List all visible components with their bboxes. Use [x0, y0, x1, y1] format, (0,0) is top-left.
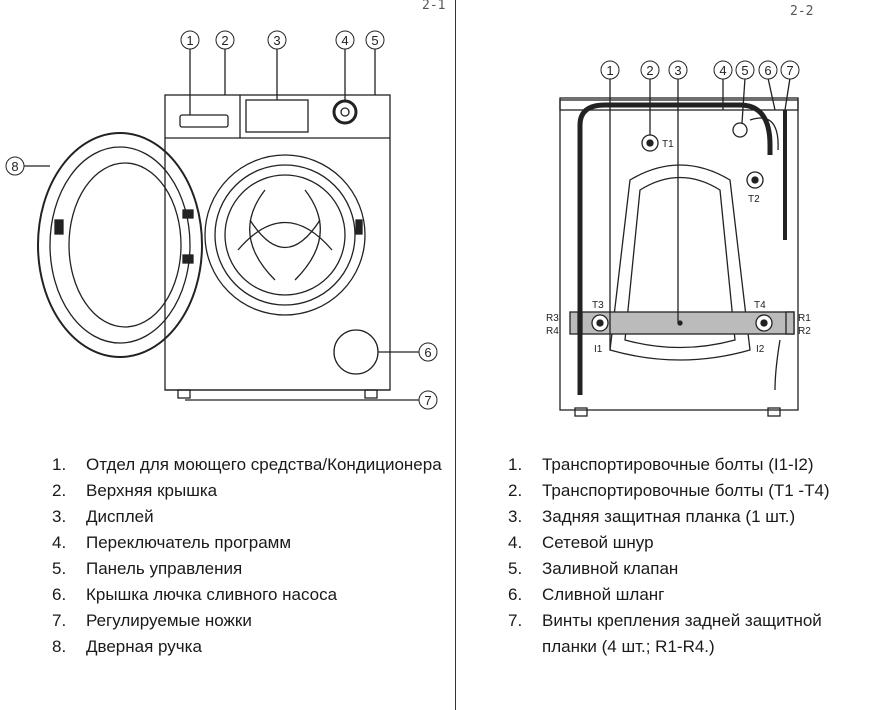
- label-r3: R3: [546, 313, 559, 324]
- list-item: 6.Крышка лючка сливного насоса: [52, 585, 338, 604]
- list-item: 2.Транспортировочные болты (T1 -T4): [508, 481, 830, 500]
- list-item: 7.Винты крепления задней защитной планки…: [508, 611, 822, 656]
- callout-7: 7: [424, 393, 431, 408]
- list-item: 5.Заливной клапан: [508, 559, 679, 578]
- list-item: 4.Переключатель программ: [52, 533, 292, 552]
- rear-callout-2: 2: [646, 63, 653, 78]
- list-item: 6.Сливной шланг: [508, 585, 665, 604]
- list-item: 3.Задняя защитная планка (1 шт.): [508, 507, 796, 526]
- label-r1: R1: [798, 313, 811, 324]
- rear-panel: [559, 99, 799, 411]
- rear-view-diagram: 1 2 3 4 5 6 7 T1 T2 T3 T4 I1 I2 R1 R2 R3…: [546, 60, 811, 417]
- porthole-outer: [204, 154, 366, 316]
- rear-callout-5: 5: [741, 63, 748, 78]
- drain-hose: [577, 102, 773, 395]
- front-view-diagram: 1 2 3 4 5 6 7 8: [5, 30, 438, 410]
- label-i1: I1: [594, 344, 603, 355]
- front-legend: 1.Отдел для моющего средства/Кондиционер…: [52, 452, 442, 660]
- list-item: 3.Дисплей: [52, 507, 154, 526]
- callout-1: 1: [186, 33, 193, 48]
- program-knob: [332, 99, 358, 125]
- list-item: 4.Сетевой шнур: [508, 533, 654, 552]
- rear-callout-7: 7: [786, 63, 793, 78]
- list-item: 8.Дверная ручка: [52, 637, 202, 656]
- open-door: [37, 132, 203, 358]
- divider: [455, 0, 456, 710]
- machine-body: [164, 94, 391, 391]
- rear-callout-4: 4: [719, 63, 726, 78]
- label-i2: I2: [756, 344, 765, 355]
- callout-3: 3: [273, 33, 280, 48]
- rear-callout-6: 6: [764, 63, 771, 78]
- display-window: [245, 99, 309, 133]
- label-r2: R2: [798, 326, 811, 337]
- figure-label-right: 2-2: [790, 4, 814, 19]
- inlet-valve: [732, 122, 748, 138]
- list-item: 2.Верхняя крышка: [52, 481, 218, 500]
- rear-callout-3: 3: [674, 63, 681, 78]
- callout-5: 5: [371, 33, 378, 48]
- callout-8: 8: [11, 159, 18, 174]
- callout-4: 4: [341, 33, 348, 48]
- detergent-drawer: [179, 114, 229, 128]
- label-t3: T3: [592, 300, 604, 311]
- list-item: 7.Регулируемые ножки: [52, 611, 252, 630]
- label-r4: R4: [546, 326, 559, 337]
- figure-label-left: 2-1: [422, 0, 446, 13]
- list-item: 1.Транспортировочные болты (I1-I2): [508, 455, 814, 474]
- list-item: 5.Панель управления: [52, 559, 243, 578]
- list-item: 1.Отдел для моющего средства/Кондиционер…: [52, 455, 442, 474]
- label-t2: T2: [748, 194, 760, 205]
- label-t1: T1: [662, 139, 674, 150]
- drain-cap: [333, 329, 379, 375]
- rear-callout-1: 1: [606, 63, 613, 78]
- bolt-t2: [746, 171, 764, 189]
- callout-6: 6: [424, 345, 431, 360]
- label-t4: T4: [754, 300, 766, 311]
- rear-cover: [609, 164, 751, 361]
- rear-legend: 1.Транспортировочные болты (I1-I2) 2.Тра…: [508, 452, 868, 660]
- callout-2: 2: [221, 33, 228, 48]
